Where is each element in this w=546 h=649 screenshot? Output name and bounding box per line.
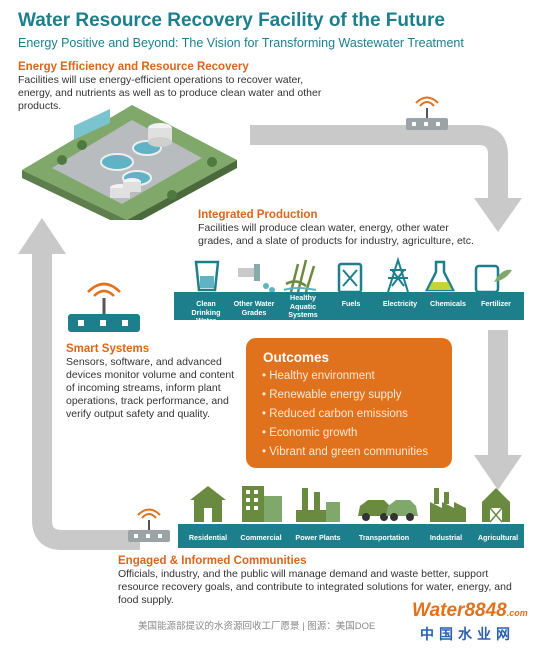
integrated-item-label: Healthy Aquatic Systems: [288, 293, 318, 319]
page-subtitle: Energy Positive and Beyond: The Vision f…: [18, 36, 464, 50]
car-icon: [358, 500, 418, 521]
power-plant-icon: [296, 488, 340, 522]
integrated-icons: [194, 256, 512, 294]
energy-heading: Energy Efficiency and Resource Recovery: [18, 61, 249, 73]
pipe-icon: [238, 264, 275, 293]
footer-caption: 美国能源部提议的水资源回收工厂愿景 | 图源：美国DOE: [138, 621, 376, 632]
integrated-bar: [174, 292, 524, 320]
community-item-label: Residential: [188, 533, 228, 542]
barn-icon: [482, 488, 510, 523]
site-logo: Water8848.com: [412, 600, 528, 622]
energy-text: Facilities will use energy-efficient ope…: [18, 74, 322, 112]
community-bar: [178, 524, 524, 548]
community-item-label: Agricultural: [477, 533, 519, 542]
integrated-item-label: Chemicals: [430, 299, 466, 308]
community-item-label: Industrial: [429, 533, 463, 542]
outcomes-box: Outcomes • Healthy environment • Renewab…: [246, 338, 452, 468]
router-icon: [68, 282, 140, 332]
engaged-text: Officials, industry, and the public will…: [118, 568, 512, 606]
outcome-item: • Renewable energy supply: [262, 389, 402, 401]
integrated-item-label: Fertilizer: [481, 299, 511, 308]
smart-heading: Smart Systems: [66, 343, 150, 355]
logo-suffix: .com: [506, 608, 528, 618]
outcomes-heading: Outcomes: [263, 350, 330, 365]
router-icon: [406, 96, 448, 130]
smart-text: Sensors, software, and advanced devices …: [66, 356, 235, 420]
community-item-label: Power Plants: [295, 533, 341, 542]
integrated-item-label: Other Water Grades: [233, 299, 275, 317]
engaged-heading: Engaged & Informed Communities: [118, 555, 307, 567]
community-item-label: Transportation: [358, 533, 410, 542]
house-icon: [190, 486, 226, 522]
flask-icon: [424, 260, 456, 292]
water-glass-icon: [194, 260, 220, 292]
integrated-text: Facilities will produce clean water, ene…: [198, 222, 474, 247]
fertilizer-icon: [474, 264, 512, 294]
integrated-item-label: Electricity: [382, 299, 418, 308]
page-title: Water Resource Recovery Facility of the …: [18, 10, 445, 31]
facility-illustration: [22, 105, 237, 220]
office-building-icon: [242, 486, 282, 522]
outcome-item: • Vibrant and green communities: [262, 446, 429, 458]
outcome-item: • Economic growth: [262, 427, 358, 439]
fuel-can-icon: [337, 262, 363, 294]
community-icons: [190, 486, 510, 523]
integrated-item-label: Fuels: [341, 299, 361, 308]
outcome-item: • Healthy environment: [262, 370, 375, 382]
power-tower-icon: [387, 256, 409, 293]
logo-subtitle: 中国水业网: [420, 626, 515, 642]
integrated-item-label: Clean Drinking Water: [191, 299, 221, 325]
outcome-item: • Reduced carbon emissions: [262, 408, 408, 420]
integrated-heading: Integrated Production: [198, 209, 318, 221]
community-item-label: Commercial: [240, 533, 282, 542]
factory-icon: [430, 488, 466, 522]
router-icon: [128, 508, 170, 542]
logo-text: Water8848: [412, 600, 507, 621]
plant-icon: [283, 259, 317, 293]
